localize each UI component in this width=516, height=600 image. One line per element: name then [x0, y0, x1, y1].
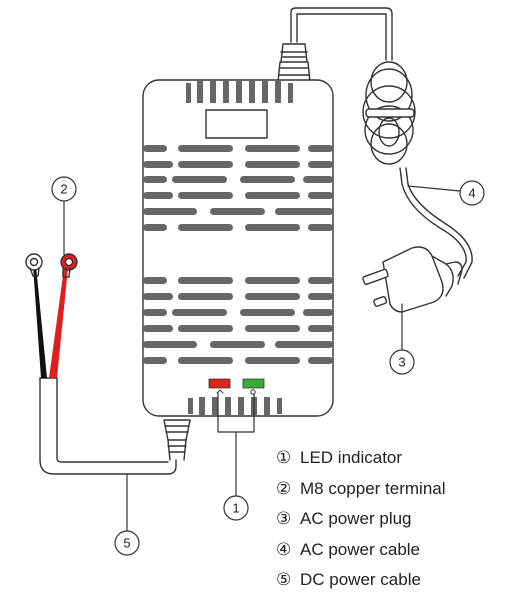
legend-item-led: ① LED indicator	[276, 443, 446, 474]
callout-5-circle	[114, 530, 140, 556]
callout-3-label: 3	[398, 355, 405, 370]
callout-4-circle	[459, 180, 485, 206]
legend-item-ac-cable: ④ AC power cable	[276, 535, 446, 566]
legend-num: ④	[276, 539, 292, 560]
led-red	[208, 378, 231, 389]
legend-item-ac-plug: ③ AC power plug	[276, 504, 446, 535]
lower-vents	[143, 277, 333, 364]
callout-2-circle	[51, 176, 77, 202]
callout-1-circle	[223, 495, 249, 521]
callout-2-label: 2	[60, 182, 67, 197]
dc-strain-relief	[163, 419, 191, 461]
legend-text: M8 copper terminal	[300, 478, 446, 498]
legend-text: AC power plug	[300, 509, 412, 529]
legend-text: AC power cable	[300, 539, 421, 559]
callout-4-label: 4	[468, 186, 475, 201]
ac-power-cable	[290, 7, 473, 279]
leader-lines	[63, 185, 461, 532]
legend-text: LED indicator	[300, 448, 403, 468]
legend-num: ⑤	[276, 570, 292, 591]
ring-terminal-red	[60, 253, 78, 278]
callout-1-label: 1	[232, 501, 239, 516]
legend-text: DC power cable	[300, 570, 421, 590]
led-green	[242, 378, 265, 389]
dc-wires	[33, 266, 68, 378]
charger-body	[142, 79, 334, 417]
legend-num: ③	[276, 509, 292, 530]
legend-num: ②	[276, 478, 292, 499]
ac-strain-relief	[277, 43, 311, 83]
legend-item-terminal: ② M8 copper terminal	[276, 474, 446, 505]
legend-num: ①	[276, 448, 292, 469]
top-fins	[186, 81, 293, 103]
legend-item-dc-cable: ⑤ DC power cable	[276, 565, 446, 596]
ring-terminal-black	[25, 253, 43, 277]
legend: ① LED indicator ② M8 copper terminal ③ A…	[276, 443, 446, 596]
upper-vents	[143, 145, 333, 231]
callout-circles	[51, 176, 485, 556]
led-indicator	[208, 378, 265, 395]
callout-5-label: 5	[123, 536, 130, 551]
callout-3-circle	[389, 349, 415, 375]
ac-plug	[362, 246, 463, 313]
